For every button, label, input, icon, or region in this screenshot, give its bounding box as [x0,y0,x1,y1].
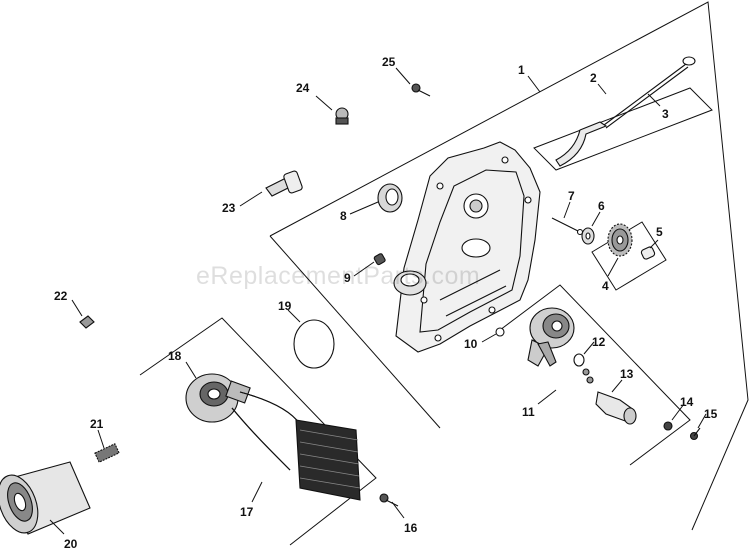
o-ring [573,353,585,367]
shaft-pin [551,217,584,236]
frame-closing-plate-assembly [269,1,749,531]
callout-24: 24 [296,81,310,95]
filter-nipple [94,443,120,463]
callout-16: 16 [404,521,418,535]
nut [663,421,673,431]
o-ring-large [293,319,335,369]
callout-14: 14 [680,395,694,409]
governor-gear [607,223,633,257]
callout-9: 9 [344,271,351,285]
callout-18: 18 [168,349,182,363]
callout-22: 22 [54,289,68,303]
breather-valve [335,107,349,125]
set-screw [373,253,386,266]
oil-cooler [231,391,361,501]
callout-10: 10 [464,337,478,351]
screw-top [411,83,431,97]
oil-pump [527,307,575,367]
pressure-relief-valve [582,368,637,425]
watermark: eReplacementParts.com [196,262,481,290]
frame-oil-cooler [139,317,377,546]
elbow-fitting [265,170,303,197]
screw-small [689,427,701,441]
thrust-washer [581,227,595,245]
oil-filter [0,461,91,535]
callout-15: 15 [704,407,718,421]
callout-25: 25 [382,55,396,69]
callout-12: 12 [592,335,606,349]
dipstick [603,56,696,129]
frame-closing-plate-lower-edge [269,235,441,429]
callout-11: 11 [522,405,535,419]
frame-oil-pump [499,284,691,466]
mounting-bolt [379,493,399,507]
callout-5: 5 [656,225,663,239]
group-frames [139,1,749,546]
callout-17: 17 [240,505,254,519]
callout-19: 19 [278,299,292,313]
oil-seal [377,183,403,213]
closing-plate [393,141,541,353]
leader-lines [49,67,707,535]
frame-dipstick [533,87,713,171]
callout-3: 3 [662,107,669,121]
dipstick-tube [555,121,608,167]
callout-23: 23 [222,201,236,215]
callout-21: 21 [90,417,104,431]
callout-4: 4 [602,279,609,293]
callout-7: 7 [568,189,575,203]
callout-2: 2 [590,71,597,85]
filter-adapter [185,373,251,423]
callout-20: 20 [64,537,78,551]
callout-6: 6 [598,199,605,213]
spacer [640,246,656,260]
callout-8: 8 [340,209,347,223]
callout-13: 13 [620,367,634,381]
callout-numbers: 1 2 3 4 5 6 7 8 9 10 11 12 13 14 15 16 1… [54,55,718,551]
hose-clip [79,315,95,329]
o-ring-small [495,327,505,337]
callout-1: 1 [518,63,525,77]
